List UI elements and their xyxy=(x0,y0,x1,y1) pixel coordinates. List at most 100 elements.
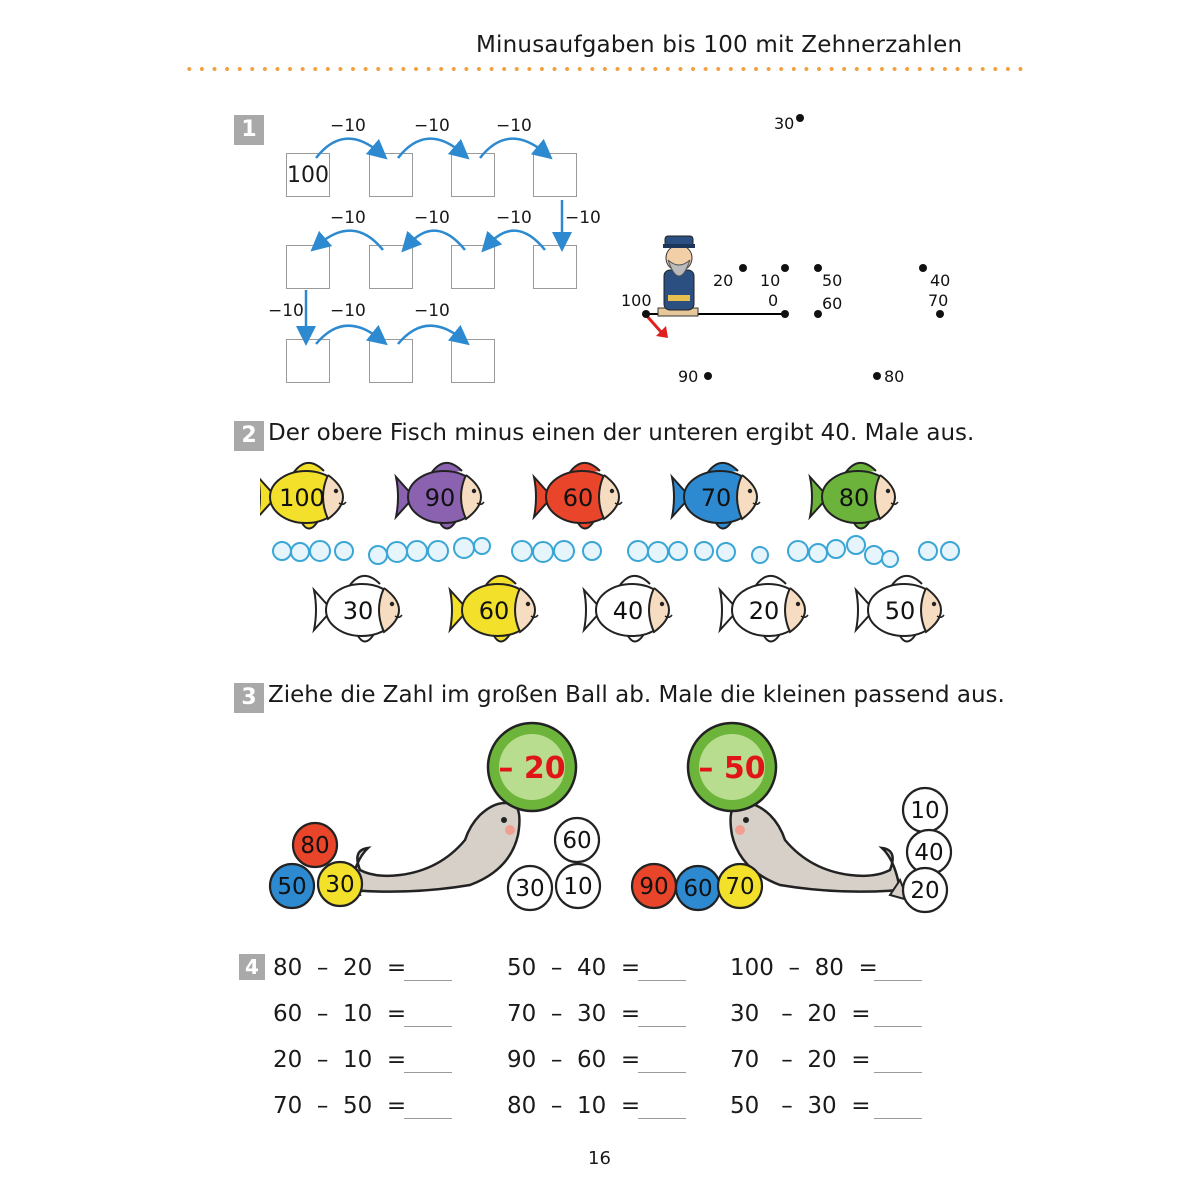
small-ball[interactable]: 20 xyxy=(901,866,949,914)
bottom-fish[interactable]: 30 xyxy=(312,575,403,643)
equation: 80 – 10 = xyxy=(507,1093,641,1119)
small-ball[interactable]: 60 xyxy=(674,864,722,912)
ball-value: 80 xyxy=(300,833,329,859)
small-ball[interactable]: 80 xyxy=(291,821,339,869)
bubble-icon xyxy=(453,537,475,559)
equation: 100 – 80 = xyxy=(730,955,878,981)
page-number: 16 xyxy=(588,1148,611,1169)
ball-value: 20 xyxy=(910,878,939,904)
fish-value: 100 xyxy=(279,484,325,512)
task2-instruction: Der obere Fisch minus einen der unteren … xyxy=(268,420,975,446)
answer-box[interactable] xyxy=(451,339,495,383)
equation: 20 – 10 = xyxy=(273,1047,407,1073)
big-ball-right-label: – 50 xyxy=(698,751,765,786)
ball-value: 50 xyxy=(277,874,306,900)
bubble-icon xyxy=(716,542,736,562)
fish-value: 60 xyxy=(479,597,510,625)
dot-label: 10 xyxy=(760,271,780,290)
bubble-icon xyxy=(751,546,769,564)
answer-line[interactable] xyxy=(404,1072,452,1073)
ball-value: 10 xyxy=(563,874,592,900)
answer-line[interactable] xyxy=(638,1118,686,1119)
bottom-fish[interactable]: 20 xyxy=(718,575,809,643)
ball-value: 30 xyxy=(325,872,354,898)
answer-box[interactable] xyxy=(533,153,577,197)
answer-line[interactable] xyxy=(874,1026,922,1027)
task3-instruction: Ziehe die Zahl im großen Ball ab. Male d… xyxy=(268,682,1005,708)
answer-line[interactable] xyxy=(874,980,922,981)
bottom-fish[interactable]: 50 xyxy=(854,575,945,643)
step-label: −10 xyxy=(565,208,601,228)
answer-line[interactable] xyxy=(404,1118,452,1119)
dot-label: 80 xyxy=(884,367,904,386)
answer-line[interactable] xyxy=(638,1026,686,1027)
answer-line[interactable] xyxy=(404,980,452,981)
fish-value: 70 xyxy=(701,484,732,512)
dot-label: 100 xyxy=(621,291,652,310)
step-label: −10 xyxy=(496,208,532,228)
small-ball[interactable]: 30 xyxy=(506,864,554,912)
dot-label: 20 xyxy=(713,271,733,290)
ball-value: 10 xyxy=(910,798,939,824)
small-ball[interactable]: 10 xyxy=(901,786,949,834)
answer-line[interactable] xyxy=(874,1072,922,1073)
bubble-icon xyxy=(532,541,554,563)
small-ball[interactable]: 30 xyxy=(316,860,364,908)
bubble-icon xyxy=(846,535,866,555)
ball-value: 70 xyxy=(725,874,754,900)
small-ball[interactable]: 90 xyxy=(630,862,678,910)
bottom-fish[interactable]: 40 xyxy=(582,575,673,643)
equation: 30 – 20 = xyxy=(730,1001,871,1027)
step-arrows xyxy=(296,137,572,346)
small-ball[interactable]: 60 xyxy=(553,816,601,864)
equation: 80 – 20 = xyxy=(273,955,407,981)
answer-line[interactable] xyxy=(638,1072,686,1073)
dot-label: 60 xyxy=(822,294,842,313)
step-label: −10 xyxy=(496,116,532,136)
ball-value: 40 xyxy=(914,840,943,866)
step-label: −10 xyxy=(330,116,366,136)
equation: 60 – 10 = xyxy=(273,1001,407,1027)
equation: 70 – 20 = xyxy=(730,1047,871,1073)
small-ball[interactable]: 10 xyxy=(554,862,602,910)
big-ball-right: – 50 xyxy=(686,721,778,813)
bubble-icon xyxy=(511,540,533,562)
answer-line[interactable] xyxy=(874,1118,922,1119)
bubble-icon xyxy=(694,541,714,561)
answer-box[interactable] xyxy=(369,153,413,197)
task-number-4: 4 xyxy=(239,954,265,980)
bottom-fish[interactable]: 60 xyxy=(448,575,539,643)
top-fish[interactable]: 70 xyxy=(670,462,761,530)
small-ball[interactable]: 70 xyxy=(716,862,764,910)
dot-to-dot-puzzle: 30 20 10 0 50 60 40 70 100 90 80 xyxy=(621,114,950,386)
small-ball[interactable]: 50 xyxy=(268,862,316,910)
equation: 50 – 40 = xyxy=(507,955,641,981)
task-number-1: 1 xyxy=(234,115,264,145)
page-title: Minusaufgaben bis 100 mit Zehnerzahlen xyxy=(476,32,963,58)
top-fish[interactable]: 90 xyxy=(394,462,485,530)
bubble-icon xyxy=(290,542,310,562)
big-ball-left: – 20 xyxy=(486,721,578,813)
bubble-icon xyxy=(940,541,960,561)
answer-box[interactable] xyxy=(451,153,495,197)
answer-line[interactable] xyxy=(638,980,686,981)
answer-line[interactable] xyxy=(404,1026,452,1027)
bubble-icon xyxy=(406,540,428,562)
fish-area: 100 90 60 70 80 30 60 40 20 50 xyxy=(260,462,960,643)
bubble-icon xyxy=(881,550,899,568)
top-fish[interactable]: 60 xyxy=(532,462,623,530)
ball-value: 30 xyxy=(515,876,544,902)
equation: 70 – 30 = xyxy=(507,1001,641,1027)
fish-value: 90 xyxy=(425,484,456,512)
seal-left-icon xyxy=(340,801,521,902)
top-fish[interactable]: 80 xyxy=(808,462,899,530)
bubble-icon xyxy=(627,540,649,562)
fish-value: 30 xyxy=(343,597,374,625)
answer-box[interactable] xyxy=(369,339,413,383)
answer-box[interactable] xyxy=(286,245,330,289)
step-label: −10 xyxy=(330,301,366,321)
task-number-3: 3 xyxy=(234,683,264,713)
top-fish[interactable]: 100 xyxy=(260,462,347,530)
answer-box[interactable] xyxy=(286,339,330,383)
